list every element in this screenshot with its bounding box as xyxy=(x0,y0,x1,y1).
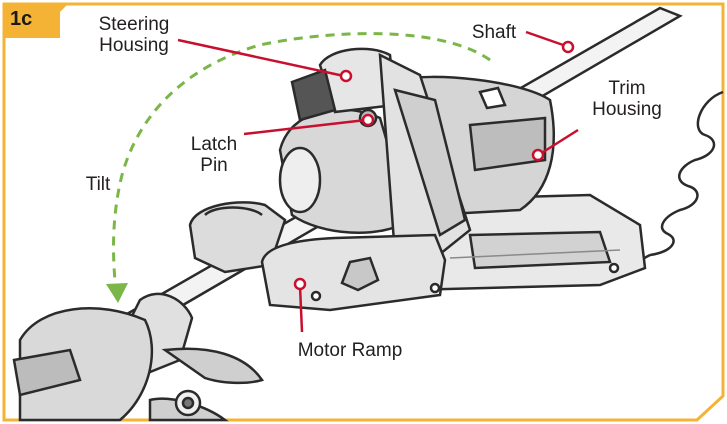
label-latch-pin: Latch Pin xyxy=(190,134,238,176)
step-badge-corner xyxy=(60,4,68,12)
leader-lines xyxy=(177,30,579,333)
label-motor-ramp: Motor Ramp xyxy=(297,340,403,361)
leader-motor-ramp xyxy=(298,285,304,333)
step-badge-bg xyxy=(4,4,60,38)
leader-steering-housing xyxy=(177,38,345,78)
steering-housing xyxy=(290,47,472,264)
dot-steering-housing xyxy=(339,69,353,83)
dot-latch-pin xyxy=(361,113,375,127)
step-badge: 1c xyxy=(10,8,33,30)
label-tilt: Tilt xyxy=(85,174,111,195)
tilt-arrowhead xyxy=(106,283,128,303)
dot-trim-housing xyxy=(531,148,545,162)
leader-trim-housing xyxy=(539,128,579,156)
steering-motor xyxy=(278,108,412,234)
leader-latch-pin xyxy=(243,118,367,136)
lower-unit xyxy=(12,292,264,422)
motor-ramp xyxy=(260,233,447,312)
dot-shaft xyxy=(561,40,575,54)
dot-motor-ramp xyxy=(293,277,307,291)
leader-shaft xyxy=(525,30,567,48)
leader-dots xyxy=(293,40,575,291)
label-shaft: Shaft xyxy=(471,22,517,43)
label-steering-housing: Steering Housing xyxy=(98,14,170,56)
tilt-arc xyxy=(112,32,491,291)
label-trim-housing: Trim Housing xyxy=(592,78,662,120)
